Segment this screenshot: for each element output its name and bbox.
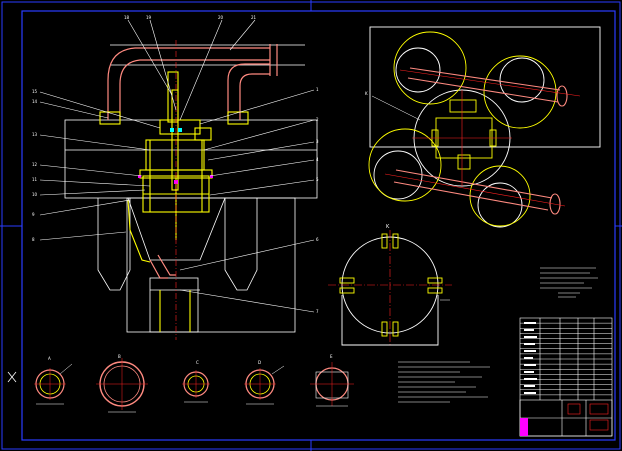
title-block <box>519 317 613 437</box>
svg-text:2: 2 <box>316 117 319 122</box>
front-view: 15 14 13 12 11 10 9 8 1 2 3 4 5 6 7 18 1… <box>32 15 319 340</box>
front-view-mechanism <box>99 71 249 332</box>
front-view-leaders <box>39 19 315 313</box>
technical-notes-lower <box>398 361 490 403</box>
front-view-callouts-top: 18 19 20 21 <box>124 15 257 20</box>
svg-text:12: 12 <box>32 162 38 167</box>
k-view-title: K <box>386 224 390 230</box>
svg-text:13: 13 <box>32 132 38 137</box>
svg-text:20: 20 <box>218 15 224 20</box>
svg-text:8: 8 <box>32 237 35 242</box>
svg-text:D: D <box>258 360 261 365</box>
svg-text:3: 3 <box>316 139 319 144</box>
section-d-detail: D <box>244 360 285 405</box>
section-c-detail: C <box>182 360 210 403</box>
svg-text:B: B <box>118 354 121 359</box>
section-a-detail: A <box>34 356 73 405</box>
section-details: A B C D <box>34 354 354 413</box>
front-view-outline <box>64 44 318 333</box>
svg-text:21: 21 <box>251 15 257 20</box>
front-view-callouts-left: 15 14 13 12 11 10 9 8 <box>32 89 38 242</box>
svg-text:11: 11 <box>32 177 38 182</box>
top-view: K <box>365 26 601 228</box>
svg-text:K: K <box>365 91 368 96</box>
parts-list-rows <box>520 322 612 396</box>
front-view-callouts-right: 1 2 3 4 5 6 7 <box>316 87 319 314</box>
svg-text:E: E <box>330 354 333 359</box>
section-b-detail: B <box>96 354 148 413</box>
top-view-yellow <box>368 31 557 227</box>
svg-text:A: A <box>48 356 51 361</box>
svg-text:19: 19 <box>146 15 152 20</box>
svg-text:6: 6 <box>316 237 319 242</box>
top-view-outline <box>369 26 601 228</box>
svg-text:9: 9 <box>32 212 35 217</box>
technical-notes-upper <box>540 267 598 298</box>
svg-text:18: 18 <box>124 15 130 20</box>
svg-text:10: 10 <box>32 192 38 197</box>
section-e-detail: E <box>310 354 354 407</box>
section-k-view: K <box>328 224 452 346</box>
svg-text:1: 1 <box>316 87 319 92</box>
top-view-pipes <box>393 67 568 215</box>
front-view-accents <box>138 128 213 184</box>
svg-text:5: 5 <box>316 177 319 182</box>
svg-text:4: 4 <box>316 157 319 162</box>
svg-text:C: C <box>196 360 199 365</box>
svg-text:7: 7 <box>316 309 319 314</box>
top-view-centerlines <box>384 69 581 207</box>
crosshair-icon <box>7 371 17 383</box>
svg-text:15: 15 <box>32 89 38 94</box>
svg-text:14: 14 <box>32 99 38 104</box>
front-view-pipes <box>107 44 278 279</box>
